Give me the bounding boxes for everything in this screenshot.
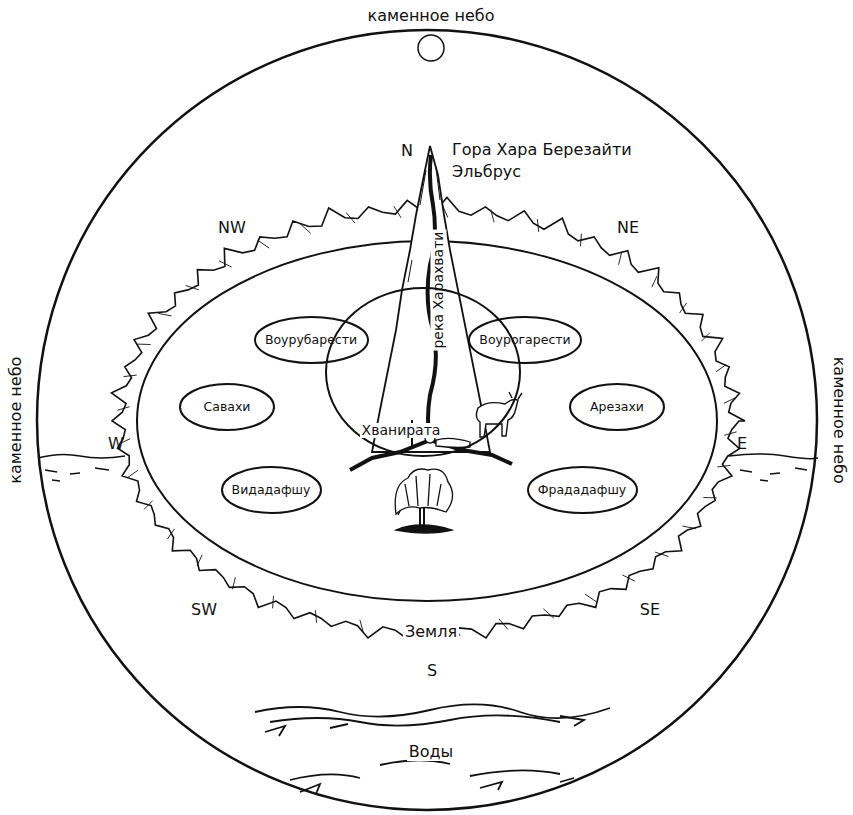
sky-label: каменное небо [7, 357, 25, 484]
region-name: Савахи [204, 400, 251, 414]
sky-label: каменное небо [829, 357, 847, 484]
compass-point: NE [617, 219, 639, 237]
keshvar-ellipse: Воурогарести [468, 316, 582, 364]
compass-point: N [401, 142, 413, 160]
compass-point: E [737, 435, 747, 453]
compass-point: SE [640, 601, 660, 619]
sky-circle [37, 30, 817, 810]
keshvar-ellipse: Савахи [179, 383, 275, 431]
compass-point: W [108, 435, 124, 453]
region-name: Воурубарести [265, 333, 357, 347]
sky-label: каменное небо [368, 7, 495, 25]
region-name: Хванирата [360, 423, 443, 438]
keshvar-ellipse: Видадафшу [221, 466, 322, 514]
compass-point: SW [191, 601, 217, 619]
tree [395, 469, 452, 533]
waters-label: Воды [407, 743, 455, 761]
mountain-name: Эльбрус [452, 163, 521, 181]
region-name: Воурогарести [479, 333, 570, 347]
region-name: Фрададафшу [538, 483, 626, 497]
sun [418, 35, 444, 61]
keshvar-ellipse: Воурубарести [254, 316, 369, 364]
compass-point: S [427, 662, 437, 680]
keshvar-ellipse: Арезахи [569, 383, 665, 431]
region-name: Видадафшу [232, 483, 311, 497]
waters [255, 704, 610, 794]
compass-point: NW [218, 219, 246, 237]
central-keshvar: Хванирата [325, 287, 521, 457]
earth-label: Земля [403, 623, 459, 641]
keshvar-ellipse: Фрададафшу [527, 466, 638, 514]
region-name: Арезахи [590, 400, 644, 414]
mountain-name: Гора Хара Березайти [452, 141, 632, 159]
